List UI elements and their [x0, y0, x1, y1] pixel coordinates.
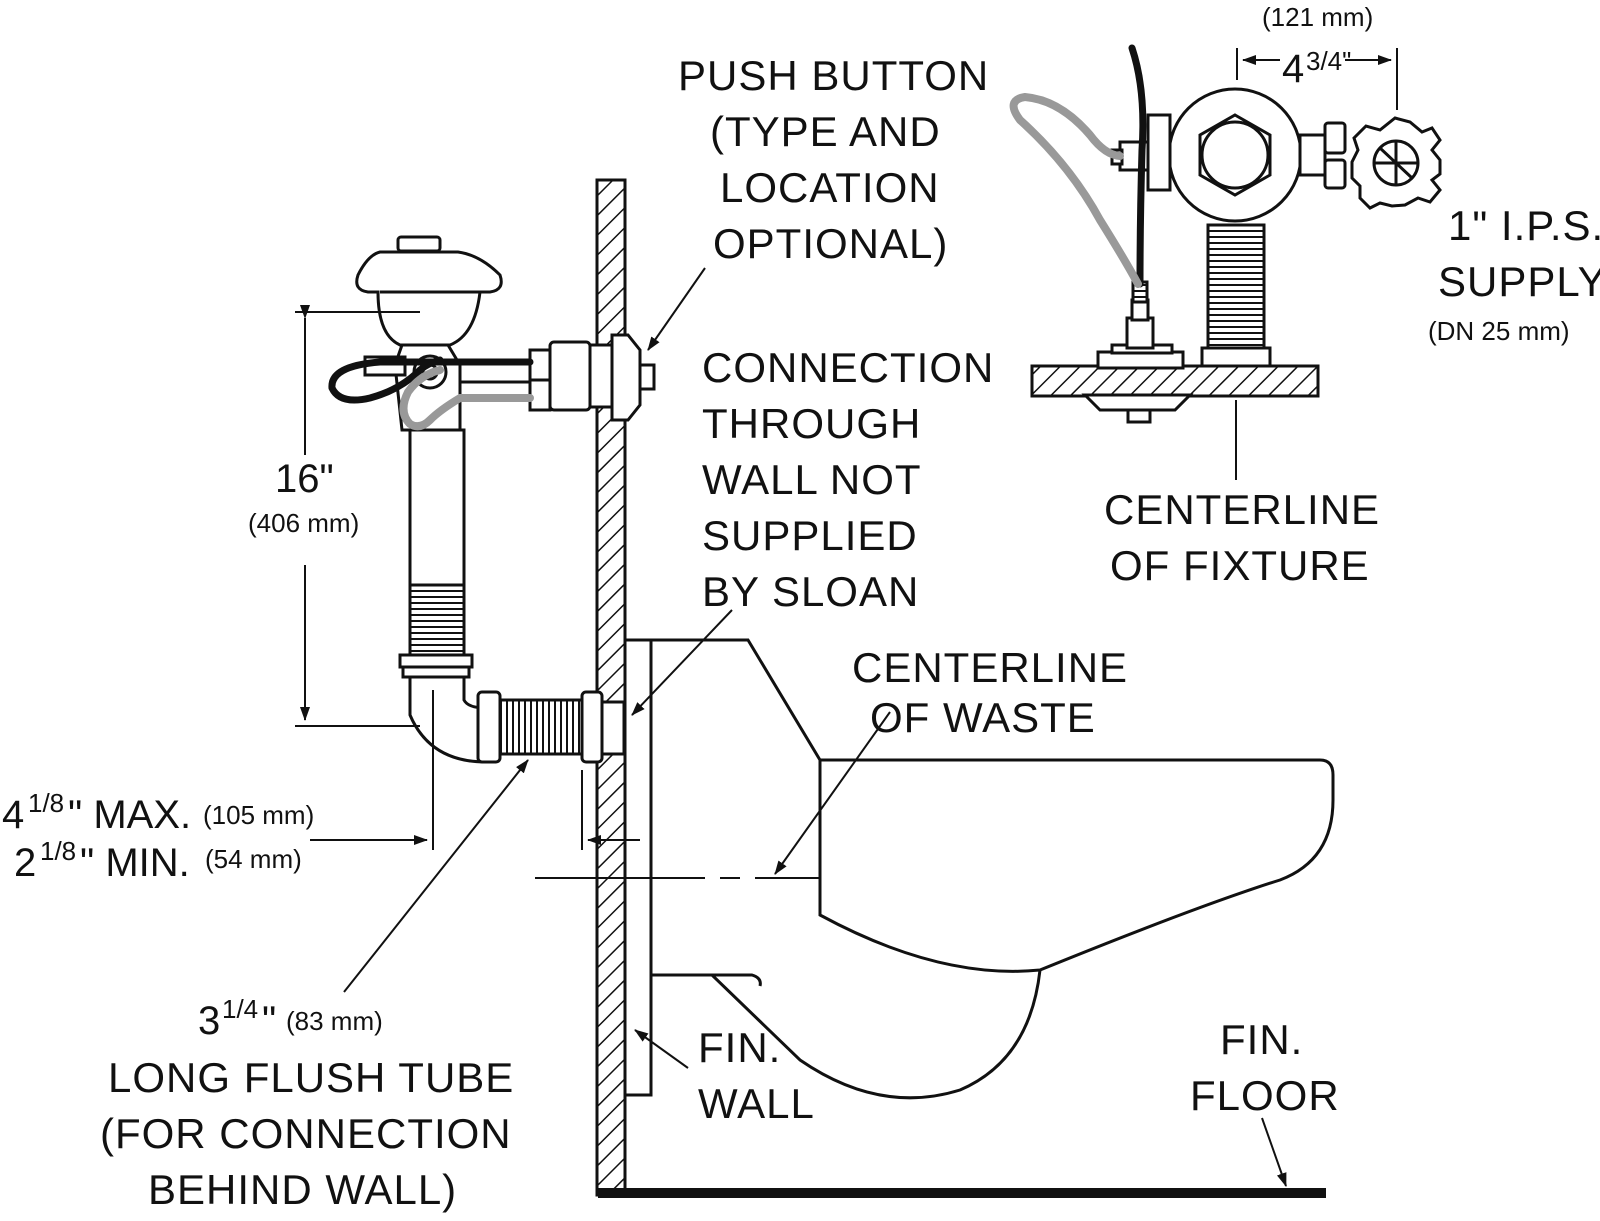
- dim-tube-text: ": [262, 999, 276, 1043]
- dimension-4-3-4: (121 mm) 4 3/4": [1262, 2, 1373, 91]
- flush-tube-line-3: BEHIND WALL): [148, 1166, 457, 1213]
- centerline-fixture-line-1: CENTERLINE: [1104, 486, 1380, 533]
- fin-floor-line-2: FLOOR: [1190, 1072, 1340, 1119]
- dim-max-fraction: 1/8: [28, 788, 64, 818]
- flush-tube-line-1: LONG FLUSH TUBE: [108, 1054, 514, 1101]
- supply-line-3: (DN 25 mm): [1428, 316, 1570, 346]
- dim-max-text: " MAX.: [68, 793, 191, 837]
- push-button-line-3: LOCATION: [720, 164, 940, 211]
- dim-max-mm: (105 mm): [203, 800, 314, 830]
- dim-max-whole: 4: [2, 793, 24, 837]
- dim-min-text: " MIN.: [80, 841, 190, 885]
- label-flush-tube: LONG FLUSH TUBE (FOR CONNECTION BEHIND W…: [100, 1054, 514, 1213]
- label-supply: 1" I.P.S. SUPPLY (DN 25 mm): [1428, 202, 1600, 346]
- dimension-max: 4 1/8 " MAX. (105 mm): [2, 788, 314, 837]
- push-button-line-1: PUSH BUTTON: [678, 52, 989, 99]
- dimension-flush-tube-length: 3 1/4 " (83 mm): [198, 994, 383, 1043]
- connection-line-2: THROUGH: [702, 400, 921, 447]
- centerline-fixture-line-2: OF FIXTURE: [1110, 542, 1370, 589]
- flush-tube-line-2: (FOR CONNECTION: [100, 1110, 512, 1157]
- wall-hung-toilet: [535, 638, 1335, 1100]
- connection-line-1: CONNECTION: [702, 344, 994, 391]
- label-fin-floor: FIN. FLOOR: [1190, 1016, 1340, 1119]
- connection-line-3: WALL NOT: [702, 456, 922, 503]
- finished-wall: [595, 178, 627, 1197]
- supply-line-1: 1" I.P.S.: [1448, 202, 1600, 249]
- label-connection: CONNECTION THROUGH WALL NOT SUPPLIED BY …: [702, 344, 994, 615]
- label-centerline-waste: CENTERLINE OF WASTE: [852, 644, 1128, 741]
- dim-tube-whole: 3: [198, 999, 220, 1043]
- dim-top-whole: 4: [1282, 47, 1304, 91]
- dim-tube-mm: (83 mm): [286, 1006, 383, 1036]
- dim-16-mm: (406 mm): [248, 508, 359, 538]
- connection-line-4: SUPPLIED: [702, 512, 918, 559]
- connection-line-5: BY SLOAN: [702, 568, 919, 615]
- push-button-hoses-side: [328, 356, 534, 431]
- label-push-button: PUSH BUTTON (TYPE AND LOCATION OPTIONAL): [678, 52, 989, 267]
- centerline-waste-line-2: OF WASTE: [870, 694, 1096, 741]
- dimension-lines: [295, 48, 1398, 850]
- centerline-waste-line-1: CENTERLINE: [852, 644, 1128, 691]
- dim-tube-fraction: 1/4: [222, 994, 258, 1024]
- dimension-16-in: 16" (406 mm): [248, 457, 359, 538]
- push-button-line-2: (TYPE AND: [710, 108, 941, 155]
- supply-line-2: SUPPLY: [1438, 258, 1600, 305]
- push-button-hoses-top: [1009, 44, 1147, 288]
- label-centerline-fixture: CENTERLINE OF FIXTURE: [1104, 486, 1380, 589]
- fin-wall-line-1: FIN.: [698, 1024, 781, 1071]
- fin-wall-line-2: WALL: [698, 1080, 815, 1127]
- finished-floor: [598, 1188, 1326, 1198]
- leader-arrows: [343, 267, 1287, 1187]
- dim-top-fraction: 3/4": [1306, 46, 1351, 76]
- dim-min-mm: (54 mm): [205, 844, 302, 874]
- dimension-min: 2 1/8 " MIN. (54 mm): [14, 836, 302, 885]
- fin-floor-line-1: FIN.: [1220, 1016, 1303, 1063]
- dim-min-fraction: 1/8: [40, 836, 76, 866]
- flush-valve-side-view: [355, 235, 656, 764]
- dim-min-whole: 2: [14, 841, 36, 885]
- dim-16-inch: 16": [275, 457, 334, 501]
- dim-top-mm: (121 mm): [1262, 2, 1373, 32]
- label-fin-wall: FIN. WALL: [698, 1024, 815, 1127]
- push-button-line-4: OPTIONAL): [713, 220, 948, 267]
